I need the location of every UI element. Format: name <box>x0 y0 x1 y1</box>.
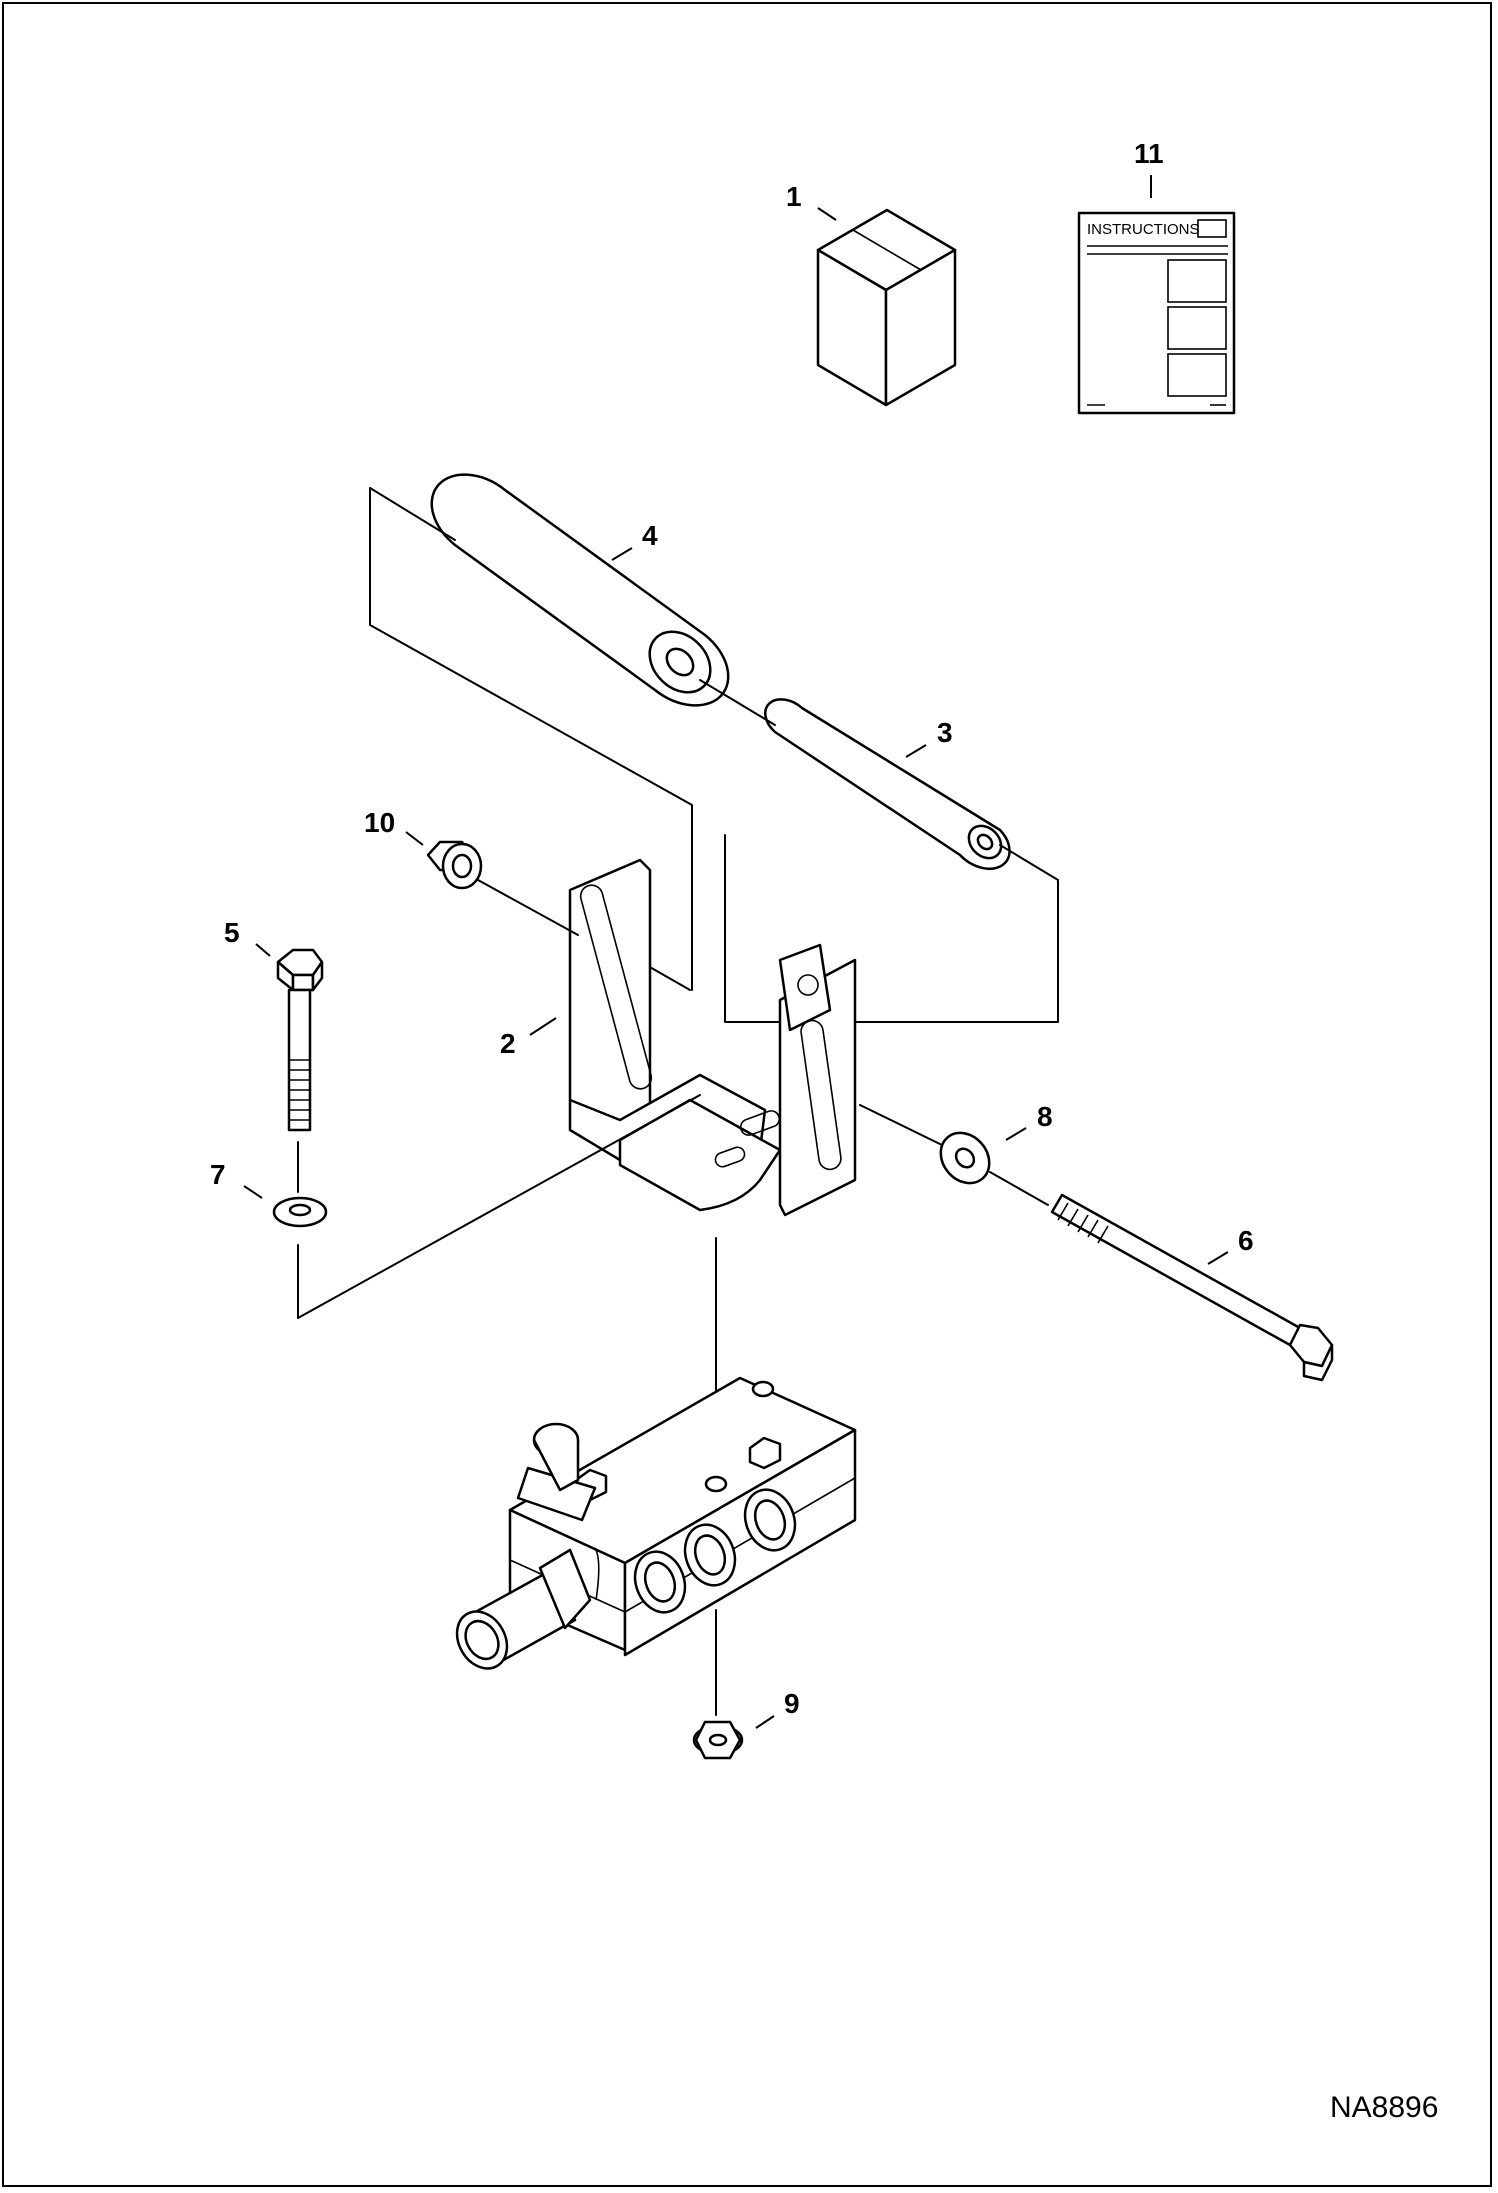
part-10-flange-nut <box>426 840 483 890</box>
callout-9: 9 <box>755 1688 800 1729</box>
assembly-lines-lower-left <box>297 1094 701 1319</box>
callout-6-label: 6 <box>1238 1225 1254 1256</box>
callout-4: 4 <box>611 520 658 561</box>
callout-8: 8 <box>1005 1101 1053 1141</box>
manual-title-text: INSTRUCTIONS <box>1087 221 1200 238</box>
part-manifold-valve <box>455 1376 857 1670</box>
part-2-bracket <box>568 858 857 1217</box>
callout-1-label: 1 <box>786 181 802 212</box>
callout-3-label: 3 <box>937 717 953 748</box>
assembly-lines-right <box>859 1104 1049 1206</box>
callout-7-label: 7 <box>210 1159 226 1190</box>
callout-2-label: 2 <box>500 1028 516 1059</box>
callout-4-label: 4 <box>642 520 658 551</box>
callout-7: 7 <box>210 1159 263 1199</box>
callout-3: 3 <box>905 717 953 758</box>
part-3-pin <box>764 698 1011 870</box>
part-9-flange-nut <box>692 1720 744 1760</box>
assembly-line-nut-10 <box>477 879 579 936</box>
drawing-number: NA8896 <box>1330 2091 1438 2124</box>
part-1-kit-box <box>816 208 957 407</box>
callout-11: 11 <box>1134 138 1164 198</box>
callout-10: 10 <box>364 807 424 846</box>
part-6-long-bolt <box>1050 1193 1334 1382</box>
callout-9-label: 9 <box>784 1688 800 1719</box>
part-5-bolt <box>276 948 324 1132</box>
assembly-lines-upper <box>369 487 1059 1023</box>
callout-1: 1 <box>786 181 837 221</box>
callout-2: 2 <box>500 1017 557 1059</box>
part-8-washer <box>939 1131 991 1185</box>
callout-6: 6 <box>1207 1225 1254 1265</box>
callout-10-label: 10 <box>364 807 395 838</box>
part-4-roller <box>430 473 730 707</box>
part-11-instruction-manual: INSTRUCTIONS <box>1077 211 1236 415</box>
part-7-washer <box>272 1196 328 1228</box>
callout-8-label: 8 <box>1037 1101 1053 1132</box>
callout-5: 5 <box>224 917 271 957</box>
callout-11-label: 11 <box>1134 138 1164 169</box>
callout-5-label: 5 <box>224 917 240 948</box>
